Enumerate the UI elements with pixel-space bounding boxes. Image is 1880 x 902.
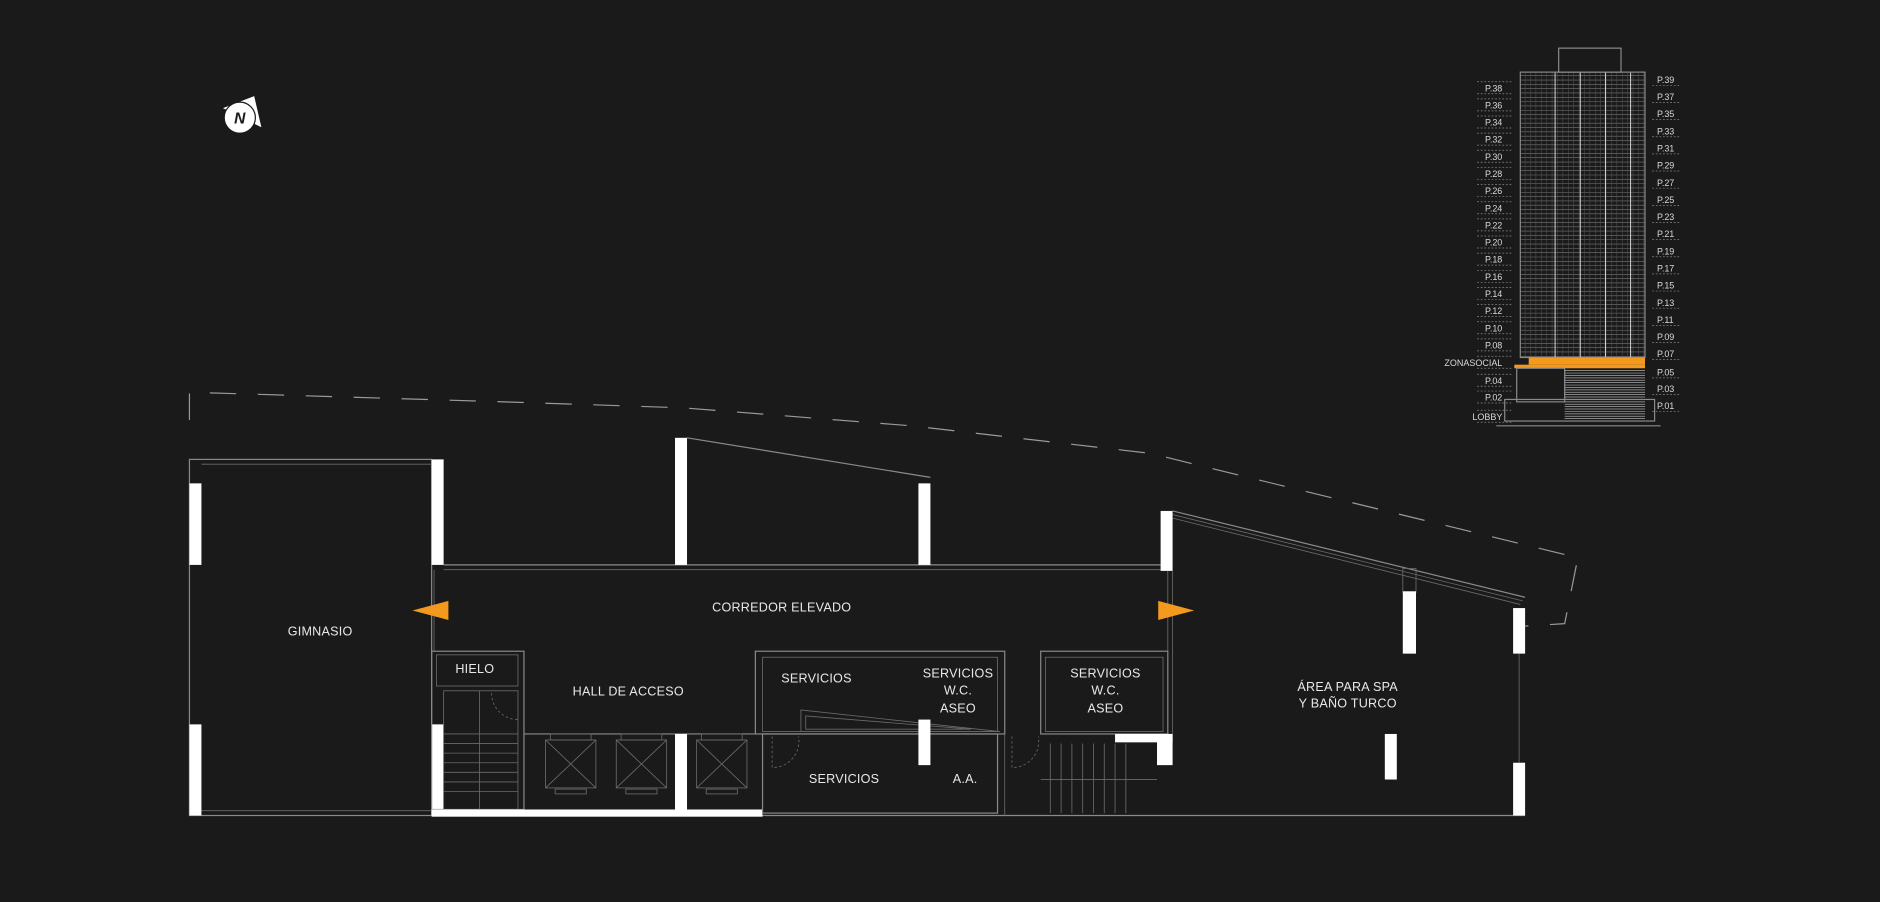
floor-label: P.28 xyxy=(1485,169,1502,179)
site-boundary-dashed xyxy=(188,391,1579,627)
room-label-spa: Y BAÑO TURCO xyxy=(1299,697,1397,711)
room-label-corredor: CORREDOR ELEVADO xyxy=(712,601,851,615)
floor-label: P.23 xyxy=(1657,212,1674,222)
room-label-servicios: SERVICIOS xyxy=(781,671,851,685)
floor-label: P.27 xyxy=(1657,178,1674,188)
floor-label: P.39 xyxy=(1657,75,1674,85)
floor-label: P.33 xyxy=(1657,126,1674,136)
tower-facade-grid xyxy=(1520,72,1645,358)
room-label-servicios-lower: SERVICIOS xyxy=(809,772,879,786)
floor-label: P.05 xyxy=(1657,367,1674,377)
floor-label: P.04 xyxy=(1485,376,1502,386)
floor-label: P.15 xyxy=(1657,281,1674,291)
room-label-servicios-wc: ASEO xyxy=(940,701,976,715)
gym-walls xyxy=(188,458,444,817)
room-label-servicios-wc-2: SERVICIOS xyxy=(1070,667,1140,681)
floor-label: P.21 xyxy=(1657,229,1674,239)
corridor-walls xyxy=(433,437,1173,652)
floor-label: P.19 xyxy=(1657,246,1674,256)
floor-label: P.20 xyxy=(1485,238,1502,248)
floor-label: P.16 xyxy=(1485,272,1502,282)
compass-letter: N xyxy=(234,111,246,128)
floor-label: P.29 xyxy=(1657,161,1674,171)
floor-label: P.32 xyxy=(1485,135,1502,145)
floor-label: P.34 xyxy=(1485,118,1502,128)
floor-label: P.08 xyxy=(1485,340,1502,350)
room-label-hall: HALL DE ACCESO xyxy=(573,685,684,699)
floor-label: P.07 xyxy=(1657,349,1674,359)
room-label-servicios-wc-2: W.C. xyxy=(1091,683,1119,697)
floor-label: P.35 xyxy=(1657,109,1674,119)
floor-label: P.17 xyxy=(1657,264,1674,274)
floor-label: P.13 xyxy=(1657,298,1674,308)
floor-labels-left: P.38P.36P.34P.32P.30P.28P.26P.24P.22P.20… xyxy=(1444,81,1514,423)
floor-label: P.10 xyxy=(1485,323,1502,333)
room-label-aa: A.A. xyxy=(953,772,978,786)
floor-label: P.38 xyxy=(1485,83,1502,93)
podium-hatch xyxy=(1564,370,1645,419)
elevator-icon xyxy=(696,733,748,795)
floor-label: P.09 xyxy=(1657,332,1674,342)
floor-label: LOBBY xyxy=(1472,412,1502,422)
tower-elevation xyxy=(1496,47,1661,427)
floor-label: P.36 xyxy=(1485,100,1502,110)
floor-label: P.25 xyxy=(1657,195,1674,205)
room-label-gimnasio: GIMNASIO xyxy=(288,625,353,639)
north-compass-icon: N xyxy=(223,96,262,134)
spa-walls xyxy=(1115,510,1526,816)
entry-arrow-left-icon xyxy=(412,600,449,621)
floor-label: P.26 xyxy=(1485,186,1502,196)
entry-arrow-right-icon xyxy=(1158,600,1195,621)
elevator-icon xyxy=(545,733,597,795)
stair-left xyxy=(443,690,519,812)
floor-label: P.22 xyxy=(1485,220,1502,230)
floor-label: P.18 xyxy=(1485,255,1502,265)
room-label-servicios-wc: SERVICIOS xyxy=(923,667,993,681)
room-label-spa: ÁREA PARA SPA xyxy=(1297,679,1398,694)
services-block xyxy=(754,650,1526,817)
floor-label: P.24 xyxy=(1485,203,1502,213)
floor-label: P.02 xyxy=(1485,393,1502,403)
floor-label: ZONASOCIAL xyxy=(1444,358,1502,368)
floor-label: P.03 xyxy=(1657,384,1674,394)
elevator-icon xyxy=(615,733,668,795)
floor-label: P.12 xyxy=(1485,306,1502,316)
room-label-servicios-wc-2: ASEO xyxy=(1087,701,1123,715)
floor-labels-right: P.39P.37P.35P.33P.31P.29P.27P.25P.23P.21… xyxy=(1652,75,1681,412)
floor-label: P.14 xyxy=(1485,289,1502,299)
floor-label: P.31 xyxy=(1657,143,1674,153)
room-label-hielo: HIELO xyxy=(455,662,494,676)
room-label-servicios-wc: W.C. xyxy=(944,683,972,697)
floor-label: P.11 xyxy=(1657,315,1674,325)
floor-label: P.01 xyxy=(1657,401,1674,411)
zona-social-highlight xyxy=(1528,357,1645,365)
floor-label: P.30 xyxy=(1485,152,1502,162)
floor-label: P.37 xyxy=(1657,92,1674,102)
